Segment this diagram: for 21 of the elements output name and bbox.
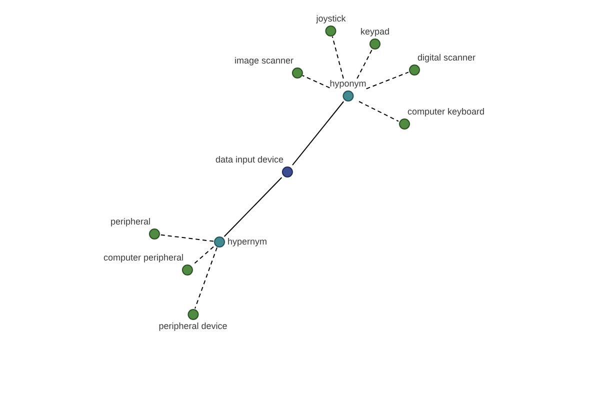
connector-line [224, 177, 282, 237]
connector-line [292, 101, 344, 166]
dashed-connector [194, 247, 218, 309]
node-label: peripheral device [158, 320, 228, 332]
dashed-connector [159, 234, 214, 242]
node-label: keypad [360, 26, 390, 38]
node-label: joystick [316, 14, 346, 24]
node-label: computer peripheral [103, 252, 184, 264]
node-label: hypernym [228, 236, 268, 248]
node-label: hyponym [330, 78, 366, 90]
dashed-connector [356, 49, 373, 79]
dashed-connector [358, 101, 399, 122]
dashed-connector [192, 246, 214, 266]
node-label: digital scanner [418, 52, 476, 64]
dashed-connector [332, 36, 344, 79]
dashed-connector [366, 72, 409, 90]
node-label: data input device [215, 154, 284, 166]
node-label: computer keyboard [408, 106, 485, 118]
node-label: image scanner [234, 56, 294, 66]
dashed-connector [302, 75, 330, 88]
node-label: peripheral [110, 216, 150, 228]
